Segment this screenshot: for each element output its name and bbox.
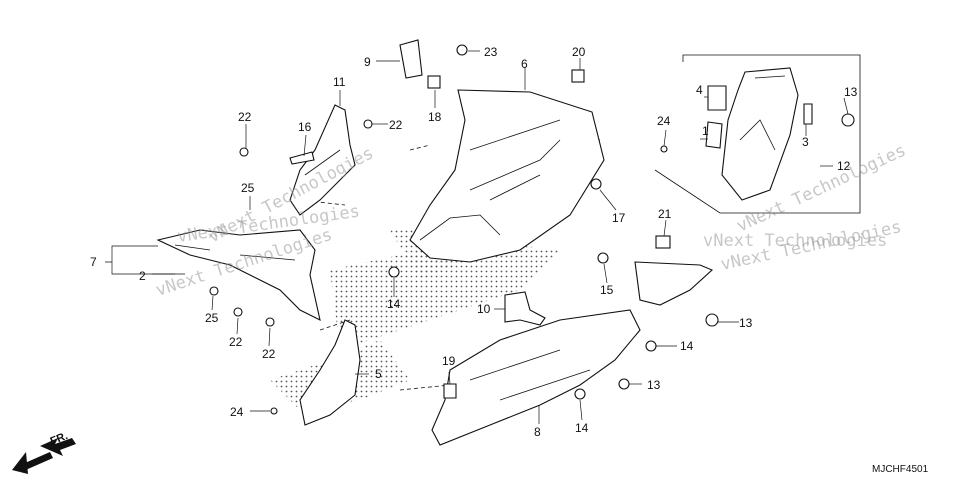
fasteners <box>209 39 855 415</box>
callout-11: 11 <box>333 75 346 89</box>
callout-13-inset: 13 <box>844 85 858 99</box>
callout-1: 1 <box>702 124 709 138</box>
callout-14-left: 14 <box>387 297 401 311</box>
callout-22-left: 22 <box>229 335 243 349</box>
callout-24-lower: 24 <box>230 405 244 419</box>
inner-panel <box>299 319 361 426</box>
diagram-code: MJCHF4501 <box>872 464 929 475</box>
callout-14-right: 14 <box>680 339 694 353</box>
stay <box>504 291 546 326</box>
callout-labels: 1 2 3 4 5 6 7 8 9 10 11 12 13 13 13 14 1… <box>90 45 858 439</box>
callout-22-top: 22 <box>238 110 252 124</box>
callout-25-left: 25 <box>205 311 219 325</box>
lower-cowl <box>431 309 641 446</box>
callout-23: 23 <box>484 45 498 59</box>
callout-12: 12 <box>837 159 851 173</box>
callout-25-top: 25 <box>241 181 255 195</box>
callout-13-upper: 13 <box>739 316 753 330</box>
callout-22-bracket: 22 <box>389 118 403 132</box>
front-arrow-icon <box>12 438 76 474</box>
callout-17: 17 <box>612 211 626 225</box>
side-panel <box>156 229 321 322</box>
detail-inset <box>654 54 861 214</box>
callout-18: 18 <box>428 110 442 124</box>
callout-8: 8 <box>534 425 541 439</box>
upper-cowl <box>409 89 605 263</box>
callout-13-lower: 13 <box>647 378 661 392</box>
callout-22-mid: 22 <box>262 347 276 361</box>
callout-24-inset: 24 <box>657 114 671 128</box>
watermark: vNext Technologies <box>703 231 887 251</box>
callout-10: 10 <box>477 302 491 316</box>
leader-lines <box>105 50 849 424</box>
callout-14-bottom: 14 <box>575 421 589 435</box>
callout-2: 2 <box>139 269 146 283</box>
callout-3: 3 <box>802 135 809 149</box>
callout-6: 6 <box>521 57 528 71</box>
callout-15: 15 <box>600 283 614 297</box>
callout-16: 16 <box>298 120 312 134</box>
callout-21: 21 <box>658 207 672 221</box>
lower-bracket <box>634 261 714 306</box>
callout-20: 20 <box>572 45 586 59</box>
callout-9: 9 <box>364 55 371 69</box>
callout-5: 5 <box>375 367 382 381</box>
callout-4: 4 <box>696 83 703 97</box>
callout-19: 19 <box>442 354 456 368</box>
callout-7: 7 <box>90 255 97 269</box>
